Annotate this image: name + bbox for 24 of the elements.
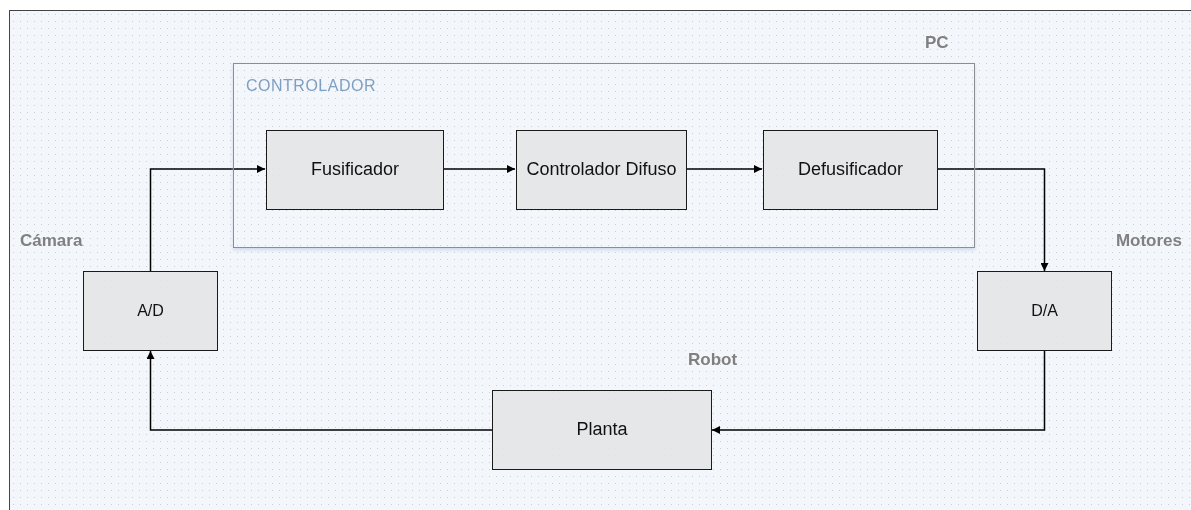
- block-label: Controlador Difuso: [525, 158, 678, 182]
- process-block: [763, 130, 938, 210]
- process-block: [492, 390, 712, 470]
- block-caption: Motores: [1114, 231, 1182, 251]
- group-frame: [233, 63, 975, 248]
- block-caption: Robot: [688, 350, 739, 370]
- block-label: D/A: [1030, 300, 1059, 321]
- process-block: [516, 130, 687, 210]
- block-label: A/D: [136, 300, 165, 321]
- block-label: Planta: [575, 418, 629, 442]
- arrow: [149, 165, 266, 272]
- arrow: [442, 165, 516, 173]
- process-block: [83, 271, 218, 351]
- arrow: [685, 165, 763, 173]
- arrow: [711, 350, 1046, 434]
- block-label: Defusificador: [796, 158, 904, 182]
- block-label: Fusificador: [310, 158, 400, 182]
- group-title: CONTROLADOR: [246, 77, 376, 95]
- block-caption: Cámara: [20, 231, 84, 251]
- arrow: [146, 350, 493, 431]
- process-block: [977, 271, 1112, 351]
- arrow: [936, 168, 1049, 272]
- block-caption: PC: [925, 33, 950, 53]
- process-block: [266, 130, 444, 210]
